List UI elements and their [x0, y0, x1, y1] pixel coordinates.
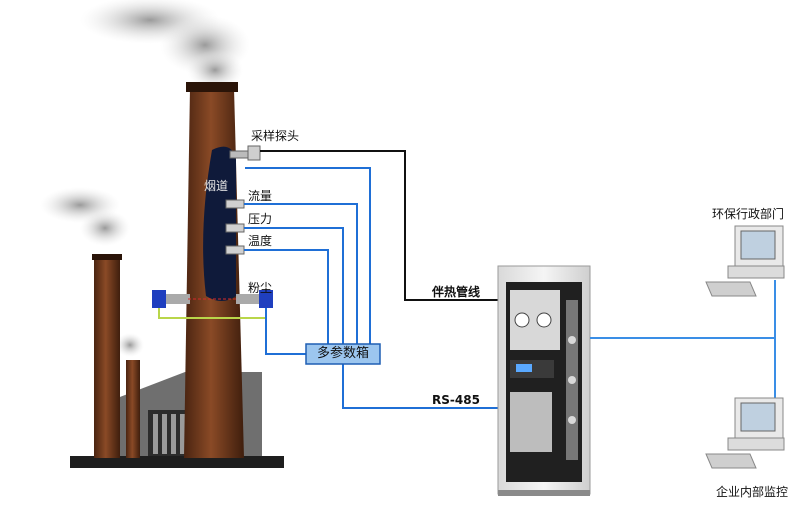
label-flow: 流量	[248, 189, 273, 203]
analyzer-cabinet	[497, 265, 591, 496]
label-rs485: RS-485	[432, 393, 480, 407]
label-temperature: 温度	[248, 234, 273, 248]
chimney-small-right	[126, 360, 140, 458]
signal-lines	[244, 167, 498, 409]
probe-head	[247, 145, 261, 161]
probe-rod	[229, 150, 251, 159]
pressure-sensor	[225, 223, 245, 233]
flue-cutaway	[203, 146, 236, 301]
multi-parameter-box	[305, 343, 381, 365]
chimney-small-left	[94, 256, 120, 458]
label-probe: 采样探头	[251, 129, 300, 143]
heated-gas-line	[260, 150, 498, 301]
label-enterprise: 企业内部监控	[716, 485, 789, 499]
smoke-plume-small	[40, 187, 144, 357]
label-multi-box: 多参数箱	[316, 346, 369, 361]
network-lines	[590, 280, 776, 418]
smoke-plume-main	[80, 0, 250, 90]
label-pressure: 压力	[248, 212, 273, 226]
label-flue: 烟道	[204, 179, 229, 193]
computer-env-dept	[705, 225, 785, 297]
label-dust: 粉尘	[248, 281, 273, 295]
label-heated-line: 伴热管线	[432, 285, 481, 299]
flow-sensor	[225, 199, 245, 209]
label-env-dept: 环保行政部门	[712, 207, 785, 221]
temperature-sensor	[225, 245, 245, 255]
computer-enterprise	[705, 397, 785, 469]
main-chimney	[184, 82, 244, 458]
